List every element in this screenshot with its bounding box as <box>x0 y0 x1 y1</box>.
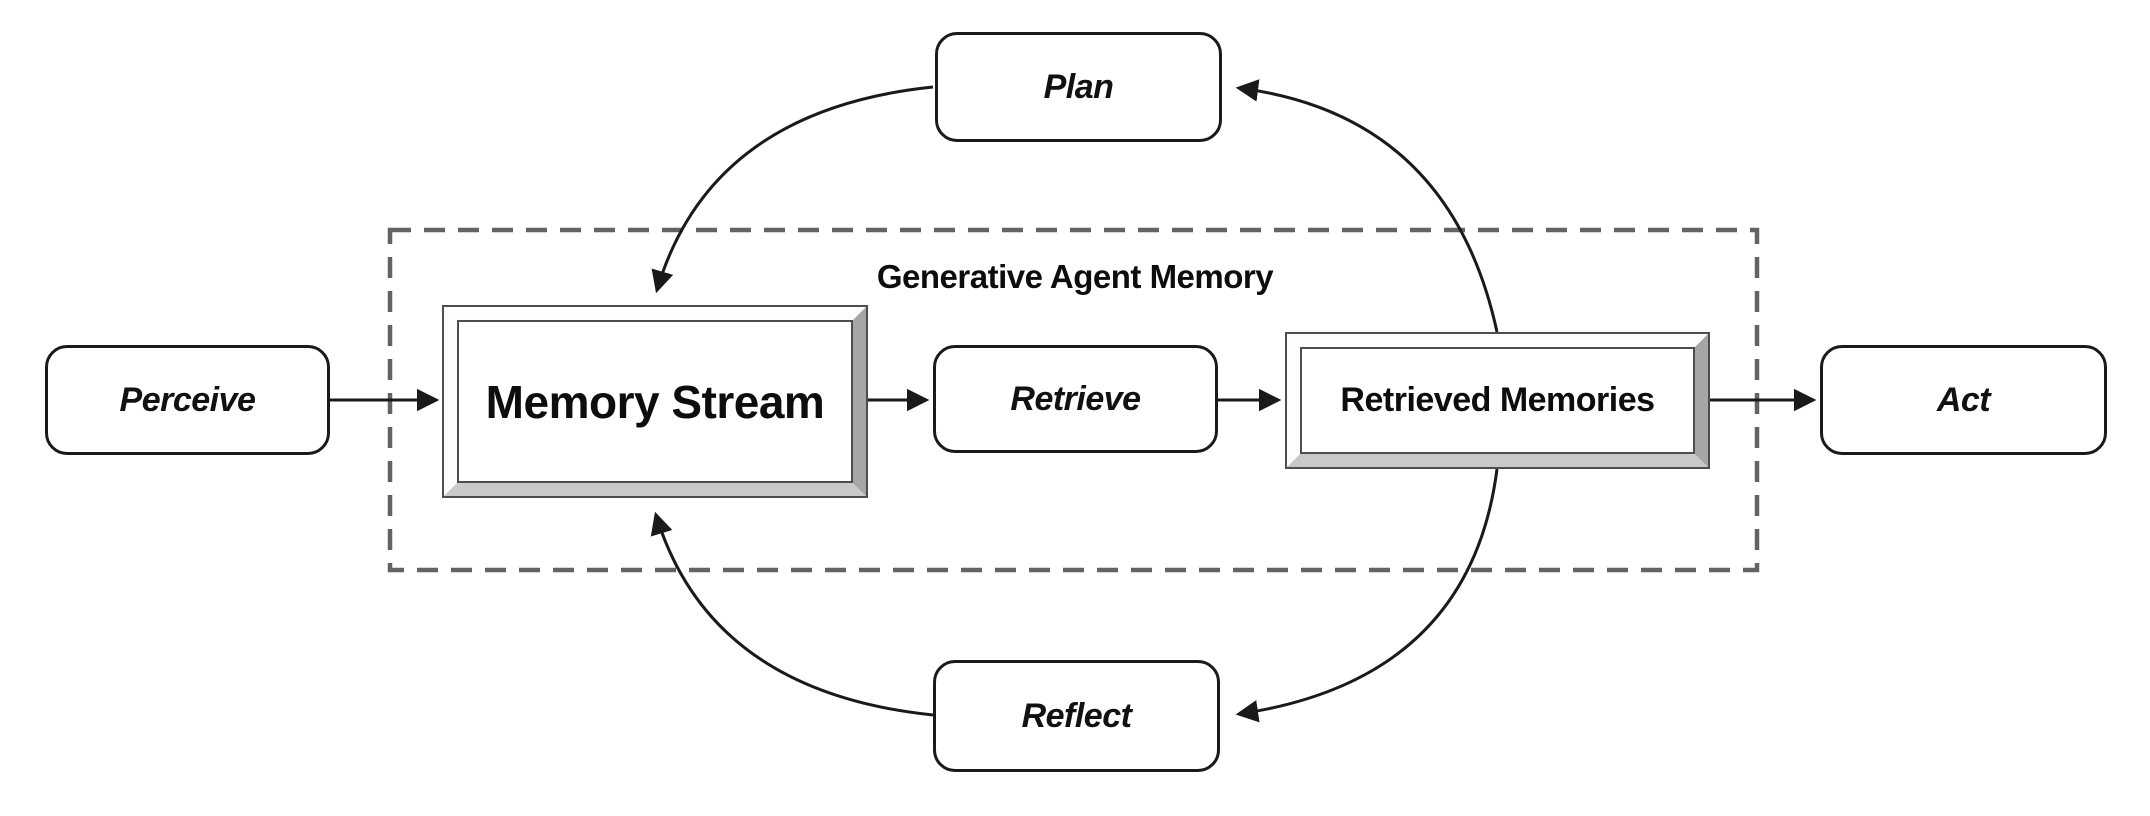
node-memory-stream-label: Memory Stream <box>485 375 825 428</box>
retrieved-memories-bevel-frame: Retrieved Memories <box>1287 334 1708 467</box>
memory-stream-bevel-frame: Memory Stream <box>444 307 866 496</box>
region-title: Generative Agent Memory <box>876 258 1274 295</box>
edge-reflect-to-memory-stream <box>650 511 934 717</box>
node-retrieve-label: Retrieve <box>1010 379 1141 418</box>
edge-retrieved-memories-to-reflect <box>1235 468 1499 723</box>
node-perceive-label: Perceive <box>119 380 256 419</box>
node-reflect: Reflect <box>933 660 1220 772</box>
node-plan: Plan <box>935 32 1222 142</box>
node-retrieved-memories: Retrieved Memories <box>1285 332 1710 469</box>
edge-retrieved-memories-to-plan <box>1235 79 1499 333</box>
node-memory-stream: Memory Stream <box>442 305 868 498</box>
node-perceive: Perceive <box>45 345 330 455</box>
node-retrieved-memories-label: Retrieved Memories <box>1340 381 1655 419</box>
node-retrieve: Retrieve <box>933 345 1218 453</box>
node-plan-label: Plan <box>1043 67 1114 106</box>
node-reflect-label: Reflect <box>1021 696 1132 735</box>
node-act-label: Act <box>1936 380 1991 419</box>
edge-plan-to-memory-stream <box>651 85 934 294</box>
node-act: Act <box>1820 345 2107 455</box>
